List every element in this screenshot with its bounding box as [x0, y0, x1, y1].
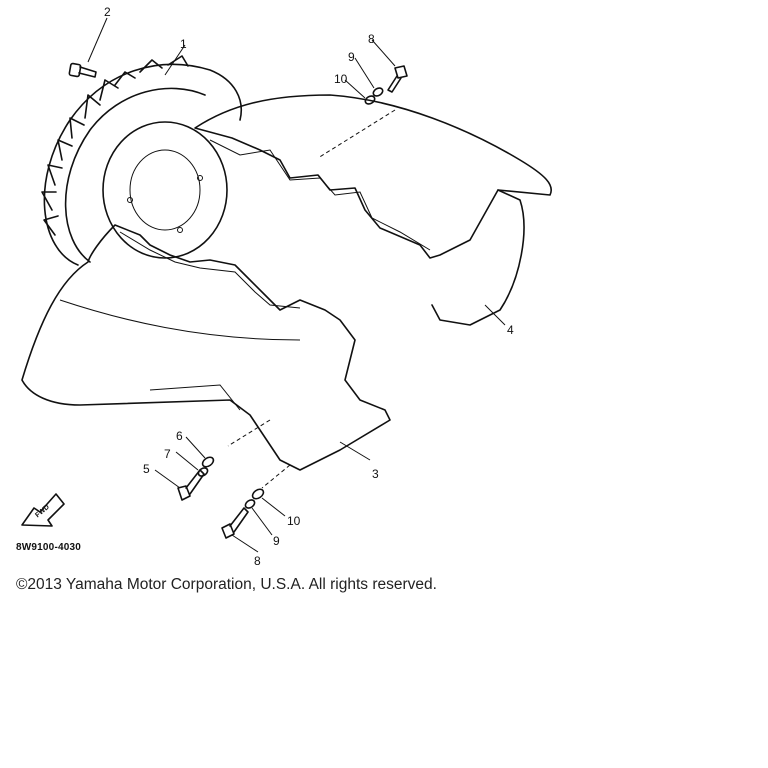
callout-10-lower: 10 — [287, 514, 301, 528]
washer-part-9-lower — [244, 499, 256, 509]
washer-part-10-upper — [364, 95, 376, 105]
bolt-part-8-lower — [221, 507, 249, 539]
front-marker-label: FWD — [34, 504, 51, 520]
bolt-part-5 — [177, 469, 205, 501]
washer-part-6 — [201, 456, 215, 468]
washer-part-7 — [197, 467, 209, 477]
callout-6: 6 — [176, 429, 183, 443]
leader-lines — [87, 17, 506, 553]
callout-10-upper: 10 — [334, 72, 348, 86]
diagram-code: 8W9100-4030 — [16, 542, 82, 553]
callout-9-upper: 9 — [348, 50, 355, 64]
callout-5: 5 — [143, 462, 150, 476]
upper-cover-part — [194, 94, 552, 326]
callout-9-lower: 9 — [273, 534, 280, 548]
bolt-part-8-upper — [387, 65, 408, 93]
flywheel-part — [41, 55, 242, 266]
washer-part-10-lower — [251, 488, 265, 500]
callout-1: 1 — [180, 37, 187, 51]
callout-2: 2 — [104, 5, 111, 19]
copyright-notice: ©2013 Yamaha Motor Corporation, U.S.A. A… — [16, 576, 437, 593]
washer-part-9-upper — [372, 87, 384, 97]
bolt-part-2 — [68, 62, 97, 78]
front-direction-marker: FWD — [21, 493, 65, 527]
callout-8-lower: 8 — [254, 554, 261, 568]
flywheel-fins — [41, 55, 189, 236]
callout-7: 7 — [164, 447, 171, 461]
callout-8-upper: 8 — [368, 32, 375, 46]
callout-3: 3 — [372, 467, 379, 481]
parts-diagram: 1 2 3 4 5 6 7 8 9 10 8 9 10 FWD — [21, 5, 552, 568]
callout-4: 4 — [507, 323, 514, 337]
lower-cover-part — [21, 224, 391, 489]
